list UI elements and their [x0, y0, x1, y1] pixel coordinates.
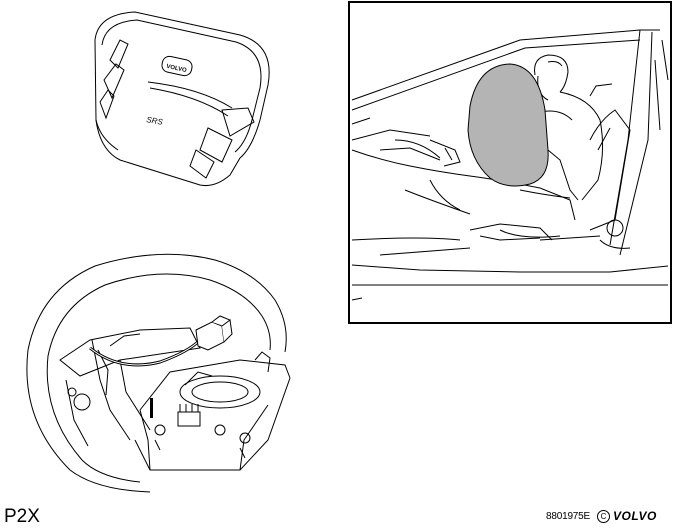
wiring-harness — [89, 338, 202, 367]
wiring-harness-inner — [89, 339, 201, 366]
steering-wheel-drawing — [26, 253, 291, 493]
vehicle-interior-drawing — [351, 29, 669, 301]
vehicle-platform-label: P2X — [4, 506, 40, 527]
hub-srs-text: SRS — [146, 115, 164, 127]
hub-emblem-text: VOLVO — [166, 64, 188, 74]
airbag-module-drawing — [94, 11, 270, 186]
brand-logo-text: VOLVO — [613, 509, 657, 523]
figure-reference-number: 8801975E — [546, 511, 591, 522]
deployed-airbag — [467, 63, 549, 187]
column-bracket — [150, 398, 153, 418]
airbag-connector-plug — [195, 315, 233, 351]
copyright-icon: C — [597, 510, 610, 523]
